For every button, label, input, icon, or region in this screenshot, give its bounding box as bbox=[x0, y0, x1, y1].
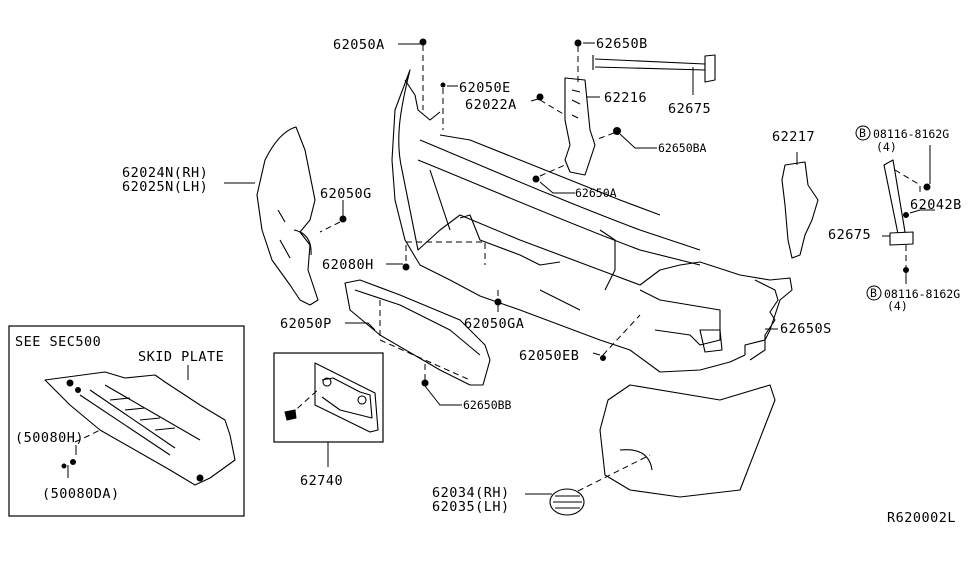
bolt-callout-bottom: B 08116-8162G (4) bbox=[866, 285, 960, 313]
bumper-corner-cover bbox=[559, 384, 776, 501]
inset-label-50080da: (50080DA) bbox=[42, 486, 120, 502]
label-62024n: 62024N(RH) bbox=[122, 165, 208, 181]
bracket-62216 bbox=[564, 77, 596, 176]
label-62217: 62217 bbox=[772, 129, 815, 145]
grille-62050p bbox=[344, 279, 491, 386]
label-62022a: 62022A bbox=[465, 97, 517, 113]
label-62050p: 62050P bbox=[280, 316, 332, 332]
label-62050ga: 62050GA bbox=[464, 316, 524, 332]
label-bolt-bottom-qty: (4) bbox=[887, 299, 908, 313]
label-62025n: 62025N(LH) bbox=[122, 179, 208, 195]
bracket-62675-right bbox=[883, 159, 921, 246]
label-62216: 62216 bbox=[604, 90, 647, 106]
label-62050eb: 62050EB bbox=[519, 348, 579, 364]
label-bolt-bottom: 08116-8162G bbox=[884, 287, 960, 301]
label-62050a: 62050A bbox=[333, 37, 385, 53]
label-62050e: 62050E bbox=[459, 80, 511, 96]
bracket-62217 bbox=[781, 161, 819, 259]
label-62080h: 62080H bbox=[322, 257, 374, 273]
fasteners bbox=[339, 38, 931, 387]
bar-62675-top bbox=[592, 54, 716, 83]
inset-label-50080h: (50080H) bbox=[15, 430, 84, 446]
bolt-callout-top: B 08116-8162G (4) bbox=[855, 125, 949, 154]
label-62675-top: 62675 bbox=[668, 101, 711, 117]
leader-lines bbox=[224, 42, 935, 495]
label-62675-right: 62675 bbox=[828, 227, 871, 243]
skid-plate-inset bbox=[8, 325, 245, 517]
side-bracket-62024n bbox=[256, 126, 319, 306]
b-marker-icon bbox=[866, 285, 882, 301]
bracket-62650s bbox=[749, 279, 779, 361]
label-bolt-top-qty: (4) bbox=[876, 140, 897, 154]
part-labels: 62050A 62050E 62022A 62650B 62216 62675 … bbox=[15, 36, 962, 526]
label-62035: 62035(LH) bbox=[432, 499, 510, 515]
reference-code: R620002L bbox=[887, 510, 956, 526]
b-marker-icon bbox=[855, 125, 871, 141]
b-marker-letter: B bbox=[859, 126, 866, 140]
label-62042b: 62042B bbox=[910, 197, 962, 213]
label-62740: 62740 bbox=[300, 473, 343, 489]
bumper-reinforcement bbox=[391, 69, 793, 373]
label-62050g: 62050G bbox=[320, 186, 372, 202]
b-marker-letter: B bbox=[870, 286, 877, 300]
label-bolt-top: 08116-8162G bbox=[873, 127, 949, 141]
label-62650s: 62650S bbox=[780, 321, 832, 337]
label-62650bb: 62650BB bbox=[463, 398, 512, 412]
inset-note: SEE SEC500 bbox=[15, 334, 101, 350]
fog-grille-62034 bbox=[549, 488, 585, 516]
label-62650b: 62650B bbox=[596, 36, 648, 52]
license-bracket-inset bbox=[273, 352, 384, 443]
install-lines bbox=[319, 45, 907, 380]
inset-title: SKID PLATE bbox=[138, 349, 224, 365]
label-62034: 62034(RH) bbox=[432, 485, 510, 501]
label-62650a: 62650A bbox=[575, 186, 617, 200]
label-62650ba: 62650BA bbox=[658, 141, 707, 155]
